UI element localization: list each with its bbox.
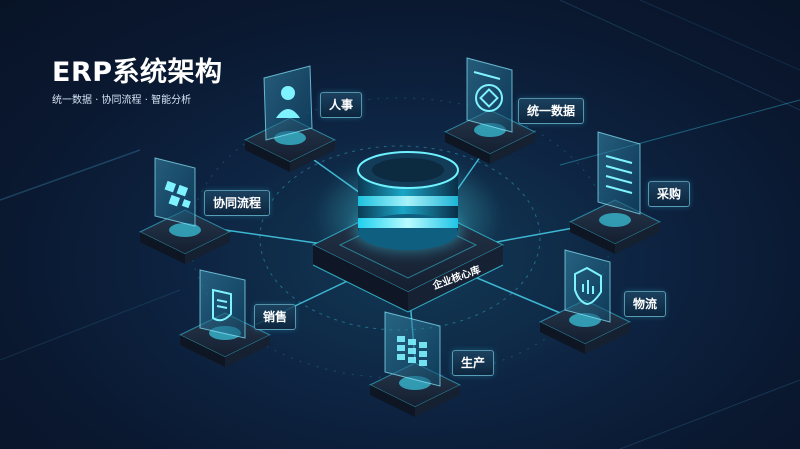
module-label-unified-data: 统一数据 [518,98,585,124]
module-label-logistics: 物流 [624,291,667,317]
module-label-collab: 协同流程 [204,190,271,216]
page-title: ERP系统架构 [52,57,223,88]
database-cylinder-icon [353,151,463,252]
platform-collab [138,157,232,264]
connector-collab [224,229,331,246]
cubes-icon [164,180,191,209]
page-subtitle: 统一数据 · 协同流程 · 智能分析 [52,95,192,106]
document-list-icon [605,155,633,194]
platform-logistics [538,249,632,354]
shield-chart-icon [574,266,602,306]
platform-sales [178,269,272,367]
platform-production [368,311,462,417]
data-shield-icon [473,71,503,112]
module-platforms [138,57,662,417]
grid-blocks-icon [397,336,427,366]
document-shield-icon [212,288,232,322]
module-label-hr: 人事 [320,92,363,118]
platform-unified-data [443,57,537,164]
platform-hr [243,65,337,172]
platform-purchase [568,131,662,254]
module-label-production: 生产 [452,350,495,376]
connector-logistics [469,274,566,316]
module-label-purchase: 采购 [648,181,691,207]
person-icon [276,86,300,118]
module-label-sales: 销售 [254,304,297,330]
